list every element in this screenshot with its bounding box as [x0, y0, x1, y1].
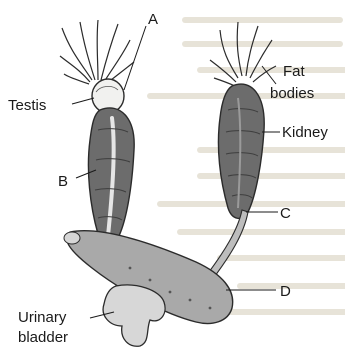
label-fat-bodies-line2: bodies: [270, 85, 314, 102]
label-c: C: [280, 205, 291, 222]
label-a: A: [148, 11, 158, 28]
label-urinary-bladder-line1: Urinary: [18, 309, 67, 326]
leader-testis: [72, 98, 94, 104]
urinary-bladder: [103, 285, 165, 346]
right-fat-bodies: [210, 22, 276, 86]
label-fat-bodies-line1: Fat: [283, 63, 306, 80]
right-kidney: [218, 84, 264, 218]
left-fat-bodies: [60, 20, 134, 84]
leader-a: [124, 26, 146, 90]
label-testis: Testis: [8, 97, 46, 114]
right-ureter: [206, 210, 248, 280]
label-urinary-bladder-line2: bladder: [18, 329, 68, 346]
left-kidney: [88, 108, 134, 244]
label-d: D: [280, 283, 291, 300]
label-kidney: Kidney: [282, 124, 328, 141]
label-b: B: [58, 173, 68, 190]
